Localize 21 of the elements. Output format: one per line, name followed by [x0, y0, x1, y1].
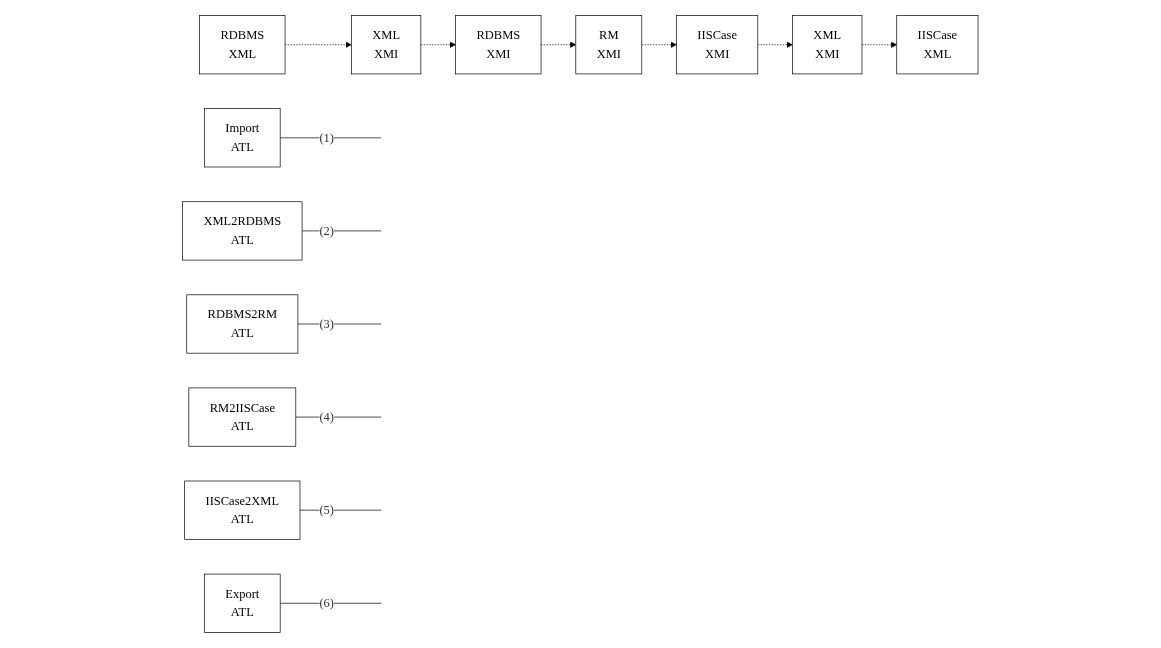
node-box: RM2IISCase ATL [188, 387, 297, 447]
edge-label: (5) [319, 502, 335, 517]
node-box: RDBMS2RM ATL [186, 294, 299, 354]
node-box: IISCase XML [896, 15, 979, 75]
node-box: Export ATL [204, 573, 281, 633]
node-box: XML2RDBMS ATL [182, 201, 303, 261]
connector [280, 137, 382, 139]
node-box: RDBMS XML [199, 15, 286, 75]
connector [280, 602, 382, 604]
edge-label: (3) [319, 316, 335, 331]
edge-label: (6) [319, 595, 335, 610]
edge-label: (1) [319, 130, 335, 145]
node-box: IISCase XMI [676, 15, 759, 75]
edge-label: (2) [319, 223, 335, 238]
node-box: Import ATL [204, 108, 281, 168]
node-box: IISCase2XML ATL [184, 480, 301, 540]
node-box: XML XMI [351, 15, 422, 75]
node-box: RM XMI [575, 15, 643, 75]
edge-label: (4) [319, 409, 335, 424]
node-box: XML XMI [792, 15, 863, 75]
node-box: RDBMS XMI [455, 15, 542, 75]
